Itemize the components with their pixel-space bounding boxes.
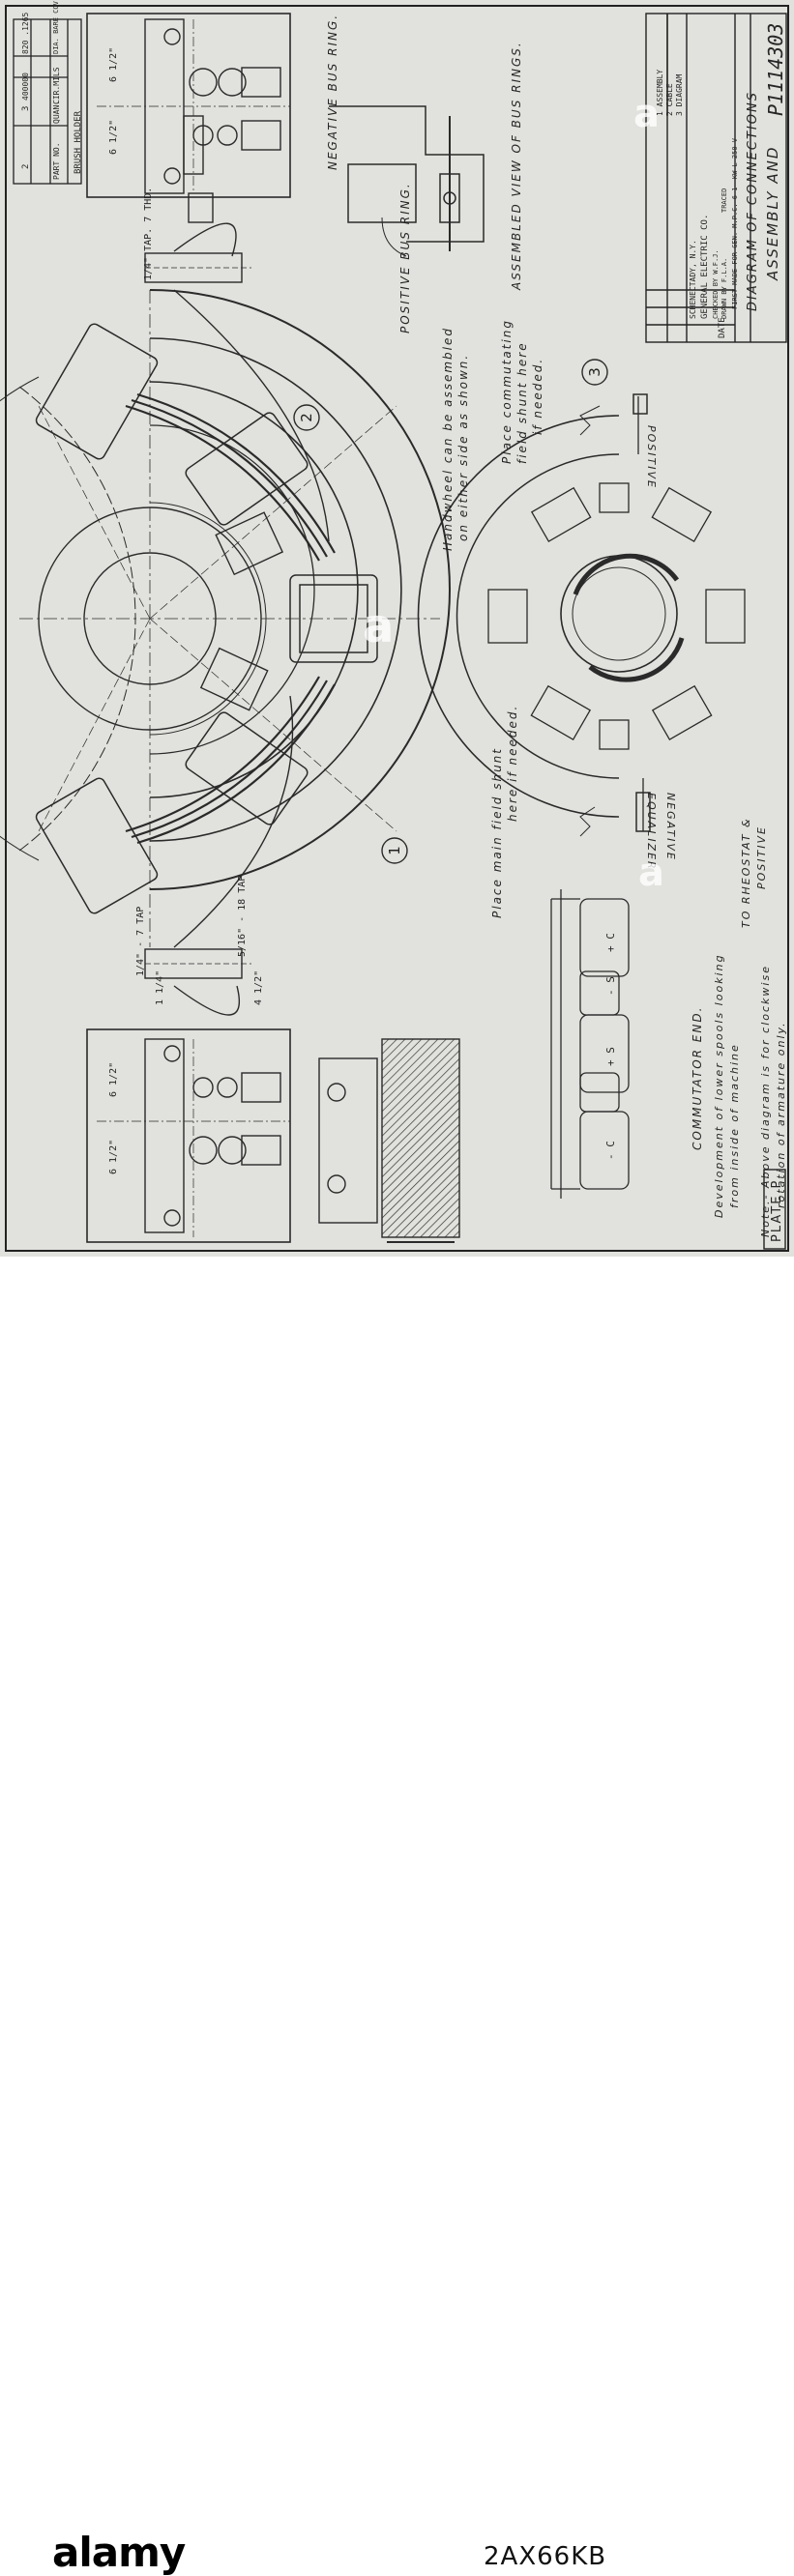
callout-circles <box>293 359 608 864</box>
spool-minus-c: - C <box>604 1141 617 1160</box>
negative-bus-ring-label: NEGATIVE BUS RING. <box>326 13 339 170</box>
brush-table-cell-part: 2 <box>21 163 31 169</box>
commutating-shunt-note-3: if needed. <box>531 357 544 435</box>
revision-2: 2 CABLE <box>665 83 674 116</box>
engineering-drawing: 1 2 3 <box>0 5 789 1252</box>
brush-table-title: BRUSH HOLDER <box>74 110 83 174</box>
dim-four-half: 4 1/2" <box>253 970 264 1005</box>
title-block-title: ASSEMBLY AND <box>764 145 781 280</box>
assembled-view-label: ASSEMBLED VIEW OF BUS RINGS. <box>510 41 523 290</box>
dim-top-b: 6 1/2" <box>108 119 119 155</box>
brush-table-header-part: PART NO. <box>52 142 61 180</box>
positive-bus-ring-label-a: POSITIVE BUS RING. <box>398 182 412 333</box>
to-rheostat-label: TO RHEOSTAT & <box>740 817 752 928</box>
negative-terminal-label: NEGATIVE <box>664 793 677 861</box>
positive-terminal-label: POSITIVE <box>645 425 658 489</box>
title-block-city: SCHENECTADY, N.Y. <box>689 240 697 319</box>
development-note-1: Development of lower spools looking <box>713 953 725 1218</box>
brush-table-cell-quan: 3 <box>21 105 31 111</box>
commutating-shunt-note-2: field shunt here <box>515 341 529 464</box>
spool-plus-s: + S <box>604 1047 617 1066</box>
plate-label-box <box>763 1169 786 1250</box>
watermark-mark: a <box>638 851 664 895</box>
title-block-company: GENERAL ELECTRIC CO. <box>700 214 710 319</box>
alamy-logo: alamy <box>52 2529 186 2576</box>
main-shunt-note-1: Place main field shunt <box>490 747 504 918</box>
brush-table-cell-dia: 820 .1265 <box>21 12 30 54</box>
title-block-traced: TRACED <box>720 188 728 213</box>
watermark-mark: a <box>633 92 660 136</box>
callout-1: 1 <box>386 846 403 855</box>
drawing-sheet: 1 2 3 <box>0 0 794 1257</box>
plate-label: PLATE P <box>770 1178 784 1242</box>
brush-holder-detail-top <box>86 13 291 223</box>
frame-assembly-view <box>0 222 451 1016</box>
title-block-checked: CHECKED BY W.F.J. <box>712 249 720 319</box>
connection-diagram <box>417 393 746 1199</box>
watermark-mark: a <box>363 599 395 653</box>
callout-3: 3 <box>586 367 603 377</box>
tap-18-label: 5/16" - 18 TAP <box>237 875 248 957</box>
title-block-subtitle: DIAGRAM OF CONNECTIONS <box>746 91 760 311</box>
main-shunt-note-2: here if needed. <box>506 704 519 822</box>
handwheel-note-2: on either side as shown. <box>456 353 470 541</box>
sheet-border <box>5 5 789 1252</box>
commutating-shunt-note-1: Place commutating <box>500 319 514 464</box>
dim-top-a: 6 1/2" <box>108 46 119 82</box>
callout-2: 2 <box>298 413 315 422</box>
brush-table-header-dia: DIA. BARE COV. <box>52 0 60 54</box>
drawing-number: P1114303 <box>764 22 787 116</box>
spool-minus-s: - S <box>604 976 617 996</box>
tap-top-label: 1/4" TAP. 7 THD. <box>143 187 154 280</box>
to-positive-label: POSITIVE <box>755 825 768 889</box>
brush-holder-detail-bottom <box>86 1028 460 1243</box>
tap-bottom-label: 1/4" - 7 TAP <box>135 906 146 976</box>
dim-one-quarter: 1 1/4" <box>155 970 165 1005</box>
spool-plus-c: + C <box>604 933 617 952</box>
brush-table-header-cirmils: CIR.MILS <box>52 67 61 104</box>
bus-ring-assembled-view <box>329 105 485 257</box>
dim-bottom-a: 6 1/2" <box>108 1061 119 1097</box>
title-block-drawn: DRAWN BY F.L.A. <box>720 257 728 319</box>
dim-bottom-b: 6 1/2" <box>108 1139 119 1174</box>
brush-table-cell-cirmils: 400000 <box>21 72 30 101</box>
date-label: DATE <box>718 317 727 338</box>
title-block-made-for: FIRST MADE FOR GEN. M.P.C. 6-1 -KW-L-250… <box>731 137 739 309</box>
brush-holder-table-frame <box>13 18 82 185</box>
development-note-2: from inside of machine <box>728 1043 741 1208</box>
stock-footer: alamy 2AX66KB <box>0 1257 794 2576</box>
revision-3: 3 DIAGRAM <box>675 73 684 116</box>
image-id: 2AX66KB <box>484 2542 607 2571</box>
handwheel-note-1: Handwheel can be assembled <box>441 327 455 551</box>
title-block-frame <box>645 13 787 343</box>
commutator-end-label: COMMUTATOR END. <box>691 1005 704 1150</box>
